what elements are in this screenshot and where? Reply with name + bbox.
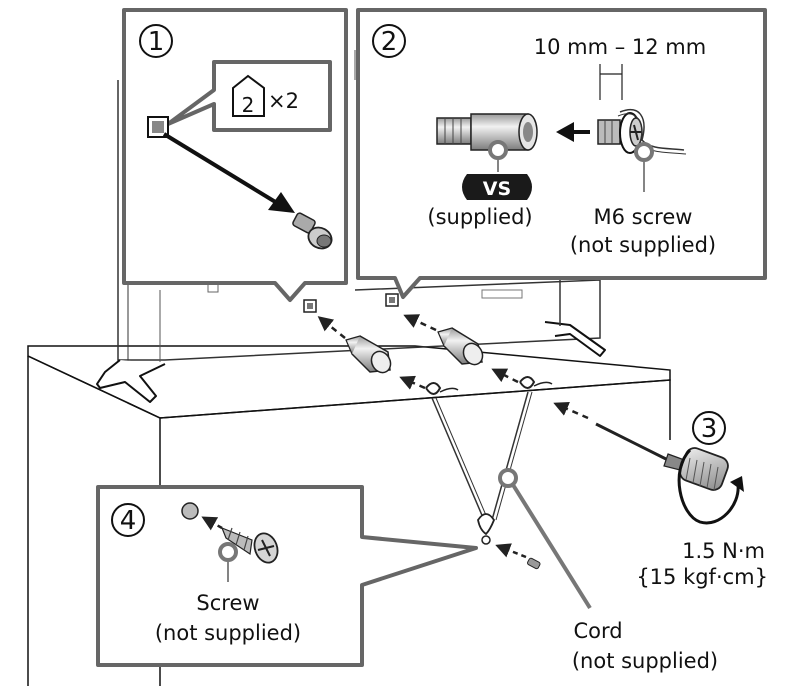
cord <box>425 376 553 545</box>
screwdriver-icon <box>595 422 729 491</box>
bracket-right <box>437 327 484 366</box>
step2-panel: 2 10 mm – 12 mm VS (supplied) <box>356 8 767 299</box>
vs-badge: VS <box>462 174 532 200</box>
step3-number: 3 <box>701 414 718 444</box>
callout-quantity: ×2 <box>268 89 299 113</box>
dimension-marks <box>599 64 623 100</box>
supplied-label: (supplied) <box>427 205 532 229</box>
cord-pointer <box>498 468 592 610</box>
step4-screw-note: (not supplied) <box>155 621 301 645</box>
step1-number: 1 <box>148 27 165 57</box>
step2-number: 2 <box>381 27 398 57</box>
bracket-hole-left <box>303 299 317 313</box>
wood-screw-icon <box>220 526 279 564</box>
rotate-arrow-icon <box>677 448 744 525</box>
small-screw <box>495 543 541 570</box>
step1-panel: 1 2 ×2 <box>122 8 348 302</box>
m6-screw-icon <box>597 109 687 192</box>
bracket-left <box>345 335 392 374</box>
screw-icon <box>292 212 333 250</box>
house-shaped-part-icon: 2 <box>232 74 265 117</box>
vs-badge-text: VS <box>483 178 511 200</box>
m6-screw-label: M6 screw <box>594 205 693 229</box>
cord-note: (not supplied) <box>572 649 718 673</box>
step4-number: 4 <box>120 506 137 536</box>
bracket-icon <box>436 113 538 172</box>
step3-marker: 3 <box>692 411 726 445</box>
cord-label: Cord <box>573 619 622 643</box>
torque-label: 1.5 N·m <box>682 539 765 563</box>
tv-stand-right <box>544 280 606 357</box>
m6-screw-note: (not supplied) <box>570 233 716 257</box>
torque-alt-label: {15 kgf·cm} <box>636 565 768 589</box>
callout-part-number: 2 <box>242 93 255 117</box>
step4-screw-label: Screw <box>196 591 259 615</box>
insert-arrows <box>317 314 589 420</box>
tv-stand-left <box>96 359 166 403</box>
bracket-hole-right <box>385 293 399 307</box>
dimension-label: 10 mm – 12 mm <box>534 35 706 59</box>
step4-panel: 4 Screw (not supplied) <box>96 485 478 667</box>
